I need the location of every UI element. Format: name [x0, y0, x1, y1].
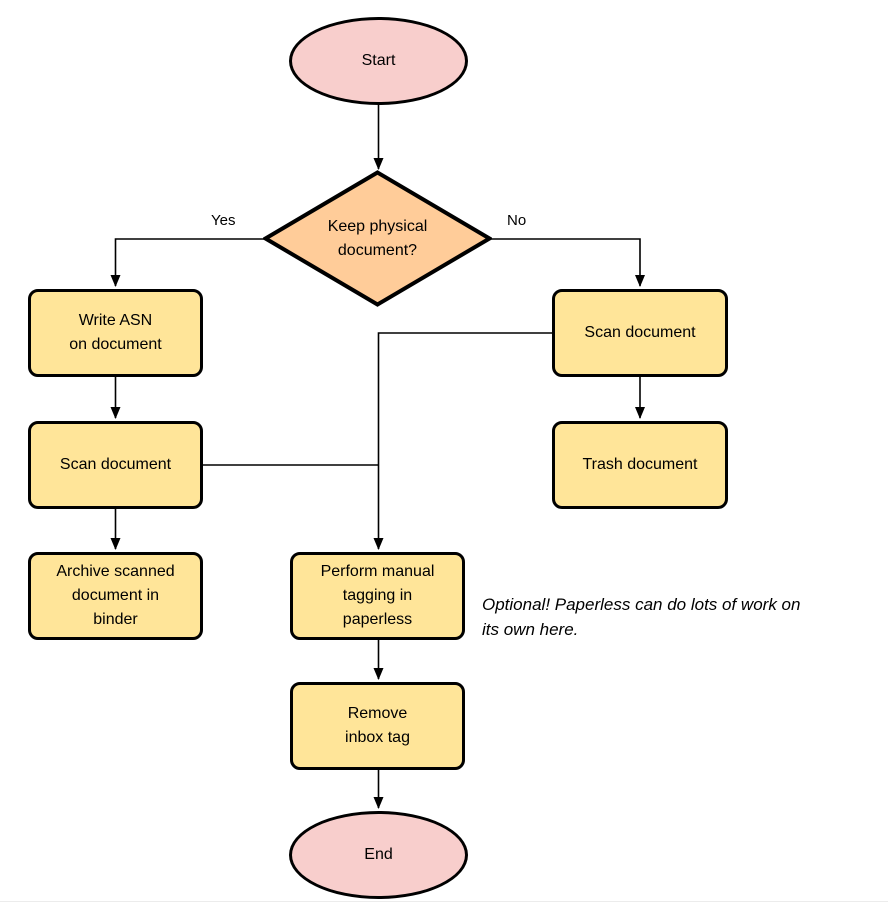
edge-no-to-scan-right — [490, 238, 645, 287]
node-label: Perform manual tagging in paperless — [320, 563, 435, 628]
optional-note: Optional! Paperless can do lots of work … — [482, 595, 801, 639]
node-end: End — [289, 811, 468, 899]
node-label: Keep physical document? — [327, 217, 428, 259]
node-label: End — [364, 846, 393, 863]
node-label: Scan document — [59, 456, 172, 473]
bottom-divider — [0, 901, 888, 902]
edge-scan-right-to-tagging — [373, 332, 552, 550]
node-scan-document-left: Scan document — [28, 421, 203, 509]
node-manual-tagging: Perform manual tagging in paperless — [290, 552, 465, 640]
node-label: Scan document — [584, 324, 696, 341]
node-label: Remove inbox tag — [345, 705, 410, 746]
decision-diamond-shape — [263, 170, 492, 307]
node-archive-in-binder: Archive scanned document in binder — [28, 552, 203, 640]
node-label: Archive scanned document in binder — [56, 563, 175, 628]
edge-yes-to-write-asn — [110, 238, 265, 287]
node-decision: Keep physical document? — [263, 170, 492, 307]
node-label: Start — [361, 52, 396, 69]
node-trash-document: Trash document — [552, 421, 728, 509]
node-scan-document-right: Scan document — [552, 289, 728, 377]
node-label: Trash document — [582, 456, 698, 473]
node-remove-inbox-tag: Remove inbox tag — [290, 682, 465, 770]
edge-label-no: No — [507, 212, 527, 229]
edge-label-yes: Yes — [211, 212, 236, 229]
node-label: Write ASN on document — [69, 312, 162, 353]
node-start: Start — [289, 17, 468, 105]
node-write-asn: Write ASN on document — [28, 289, 203, 377]
